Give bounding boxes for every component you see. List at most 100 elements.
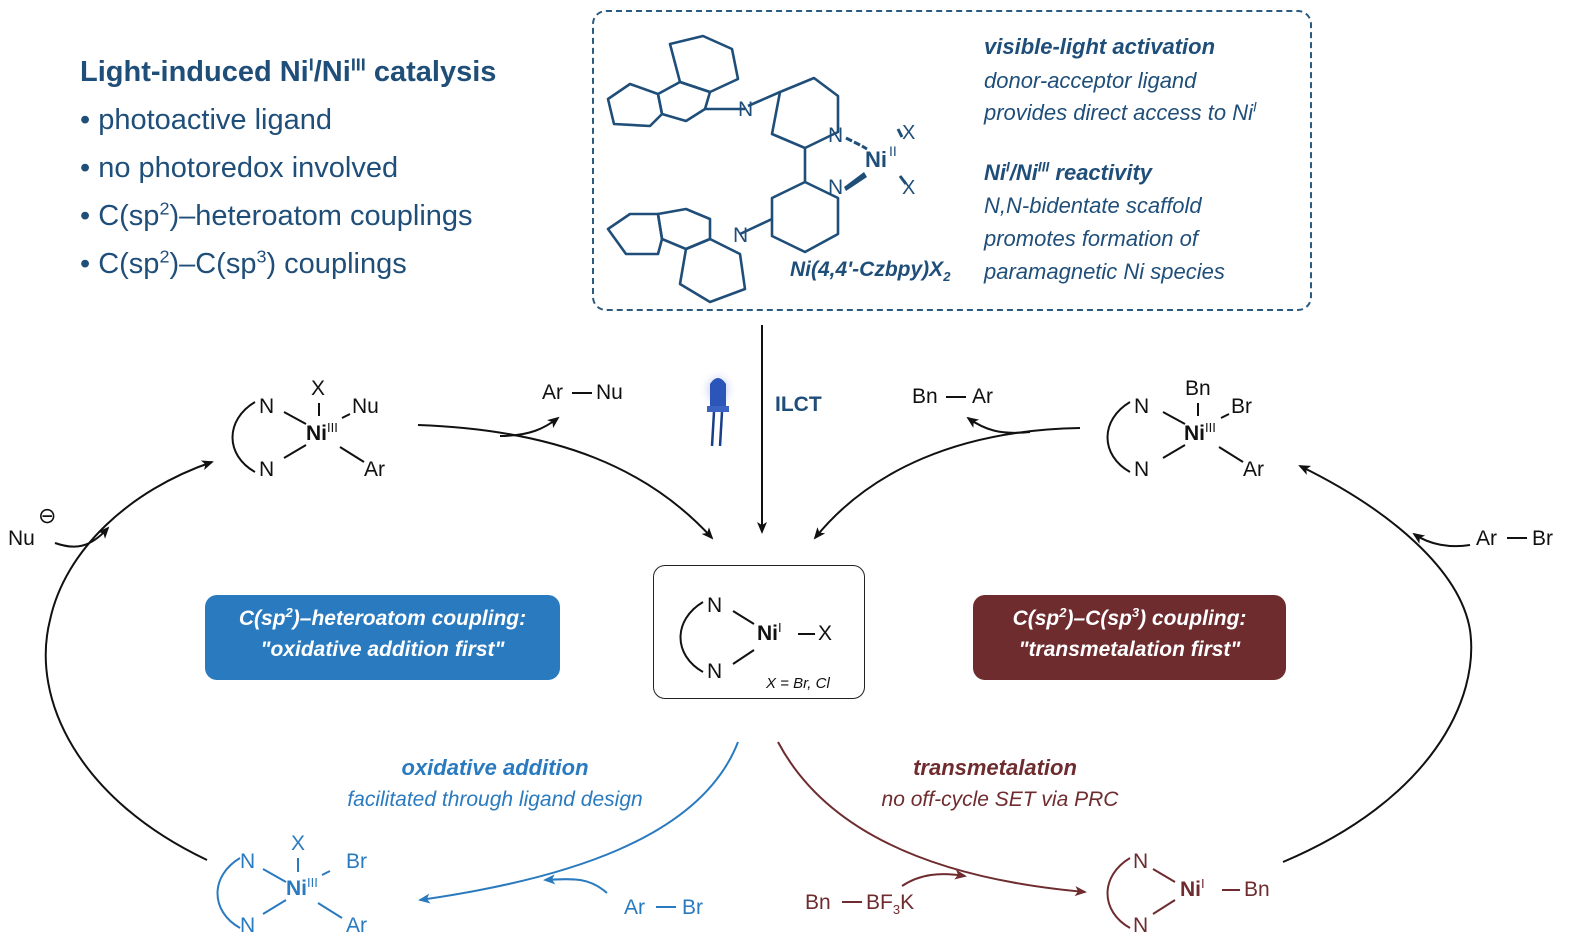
bullet-text: • C(sp xyxy=(80,248,160,280)
electrophile-br: Br xyxy=(1532,527,1553,550)
nucleophile-label: Nu xyxy=(8,527,35,550)
ligand-label: Br xyxy=(346,850,367,873)
feature-text-part: provides direct access to Ni xyxy=(984,100,1253,125)
ni-center: NiIII xyxy=(286,875,318,901)
ni-atom: Ni xyxy=(1184,422,1205,445)
badge-line: "transmetalation first" xyxy=(1018,638,1241,661)
ligand-name-text: Ni(4,4'-Czbpy)X xyxy=(790,258,944,281)
reagent-ar: Ar xyxy=(624,896,645,919)
feature-title-part: Ni xyxy=(984,160,1006,185)
bidentate-arc xyxy=(216,857,241,929)
feature-text: paramagnetic Ni species xyxy=(984,259,1225,284)
left-cycle-arrow xyxy=(44,460,214,861)
right-cycle-arrow xyxy=(1282,465,1473,863)
ni-center: NiI xyxy=(1180,877,1205,902)
superscript: 2 xyxy=(159,198,170,219)
ligand-name: Ni(4,4'-Czbpy)X2 xyxy=(790,258,950,283)
csp3-coupling-badge: C(sp2)–C(sp3) coupling: "transmetalation… xyxy=(973,595,1286,680)
feature-title: visible-light activation xyxy=(984,34,1216,59)
superscript: 3 xyxy=(1131,605,1140,620)
bidentate-arc xyxy=(679,601,704,673)
n-atom: N xyxy=(733,224,748,247)
bullet-text: )–C(sp xyxy=(169,248,257,280)
ox-state: I xyxy=(778,620,782,635)
n-atom: N xyxy=(1134,395,1150,418)
bullet-text: • C(sp xyxy=(80,200,160,232)
ox-state: III xyxy=(1205,420,1216,435)
ni-center: NiI xyxy=(757,620,782,646)
apical-ligand: Bn xyxy=(1185,377,1211,400)
bonds-ni3-bottom-left xyxy=(262,858,343,919)
nucleophile-entry-arrow xyxy=(54,526,110,548)
active-catalyst-box xyxy=(653,565,865,699)
ni-center: NiIII xyxy=(306,420,338,446)
benzene-ring xyxy=(606,212,664,256)
feature-title: NiI/NiIII reactivity xyxy=(984,160,1152,186)
bonds-ni1-bottom-right xyxy=(1152,868,1240,915)
ligand-label: Ar xyxy=(1243,458,1264,481)
product-nu: Nu xyxy=(596,381,623,404)
n-atom: N xyxy=(259,458,275,481)
ox-state: III xyxy=(327,420,338,435)
product-release-arrow-left xyxy=(499,416,560,437)
negative-charge-icon: ⊖ xyxy=(38,503,57,528)
ox-state: III xyxy=(307,875,318,890)
led-icon xyxy=(699,368,737,447)
benzene-ring xyxy=(606,82,664,128)
badge-text: )–C(sp xyxy=(1066,607,1132,630)
badge-text: C(sp xyxy=(1012,607,1060,630)
bond xyxy=(739,217,773,236)
reagent-bn: Bn xyxy=(805,891,831,914)
n-atom: N xyxy=(1133,850,1149,873)
ligand-label: Ar xyxy=(364,458,385,481)
bond xyxy=(898,175,908,185)
n-atom: N xyxy=(240,914,256,937)
benzene-ring xyxy=(678,237,747,304)
transmetalation-arrow xyxy=(777,741,1087,897)
bidentate-arc xyxy=(1106,857,1131,929)
product-ar: Ar xyxy=(542,381,563,404)
borate-text: BF xyxy=(866,891,893,914)
bullet-text: )–heteroatom couplings xyxy=(169,200,473,232)
oxidative-addition-text: facilitated through ligand design xyxy=(347,788,643,811)
ni-atom: Ni xyxy=(306,422,327,445)
n-atom: N xyxy=(738,98,753,121)
badge-line: C(sp2)–heteroatom coupling: xyxy=(205,603,560,634)
electrophile-entry-arrow xyxy=(1412,532,1471,548)
apical-ligand: X xyxy=(311,377,326,400)
product-ar: Ar xyxy=(972,385,993,408)
headline: Light-induced NiI/NiIII catalysis xyxy=(80,54,496,89)
n-atom: N xyxy=(1134,458,1150,481)
ox-state: II xyxy=(889,143,897,159)
reagent-br: Br xyxy=(682,896,703,919)
ni-atom: Ni xyxy=(1180,878,1201,901)
ox-state: III xyxy=(350,54,366,75)
transmetalation-text: no off-cycle SET via PRC xyxy=(881,788,1119,811)
badge-text: ) coupling: xyxy=(1139,607,1247,630)
halide-note: X = Br, Cl xyxy=(766,675,830,692)
bond xyxy=(896,128,904,138)
feature-title-part: reactivity xyxy=(1049,160,1153,185)
arbr-entry-arrow xyxy=(543,874,608,894)
bullet-item: • C(sp2)–C(sp3) couplings xyxy=(80,247,407,281)
feature-text: donor-acceptor ligand xyxy=(984,68,1197,93)
ni-atom: Ni xyxy=(865,147,887,172)
ilct-label: ILCT xyxy=(775,393,822,416)
superscript: 2 xyxy=(1059,605,1067,620)
pyridine-ring xyxy=(770,180,840,254)
ni-center: NiIII xyxy=(1184,420,1216,446)
bullet-item: • no photoredox involved xyxy=(80,152,399,184)
superscript: 2 xyxy=(285,605,293,620)
electrophile-ar: Ar xyxy=(1476,527,1497,550)
bonds-ni3-top-right xyxy=(1162,403,1244,463)
feature-text: provides direct access to NiI xyxy=(984,100,1257,126)
hashed-bond xyxy=(861,144,868,151)
reagent-borate: BF3K xyxy=(866,891,914,918)
bonds-ni1-center xyxy=(732,610,815,665)
badge-text: C(sp xyxy=(238,607,286,630)
hashed-bond xyxy=(853,140,861,147)
halide: X xyxy=(818,622,833,645)
subscript: 3 xyxy=(892,902,901,918)
ox-state: I xyxy=(1253,99,1257,115)
